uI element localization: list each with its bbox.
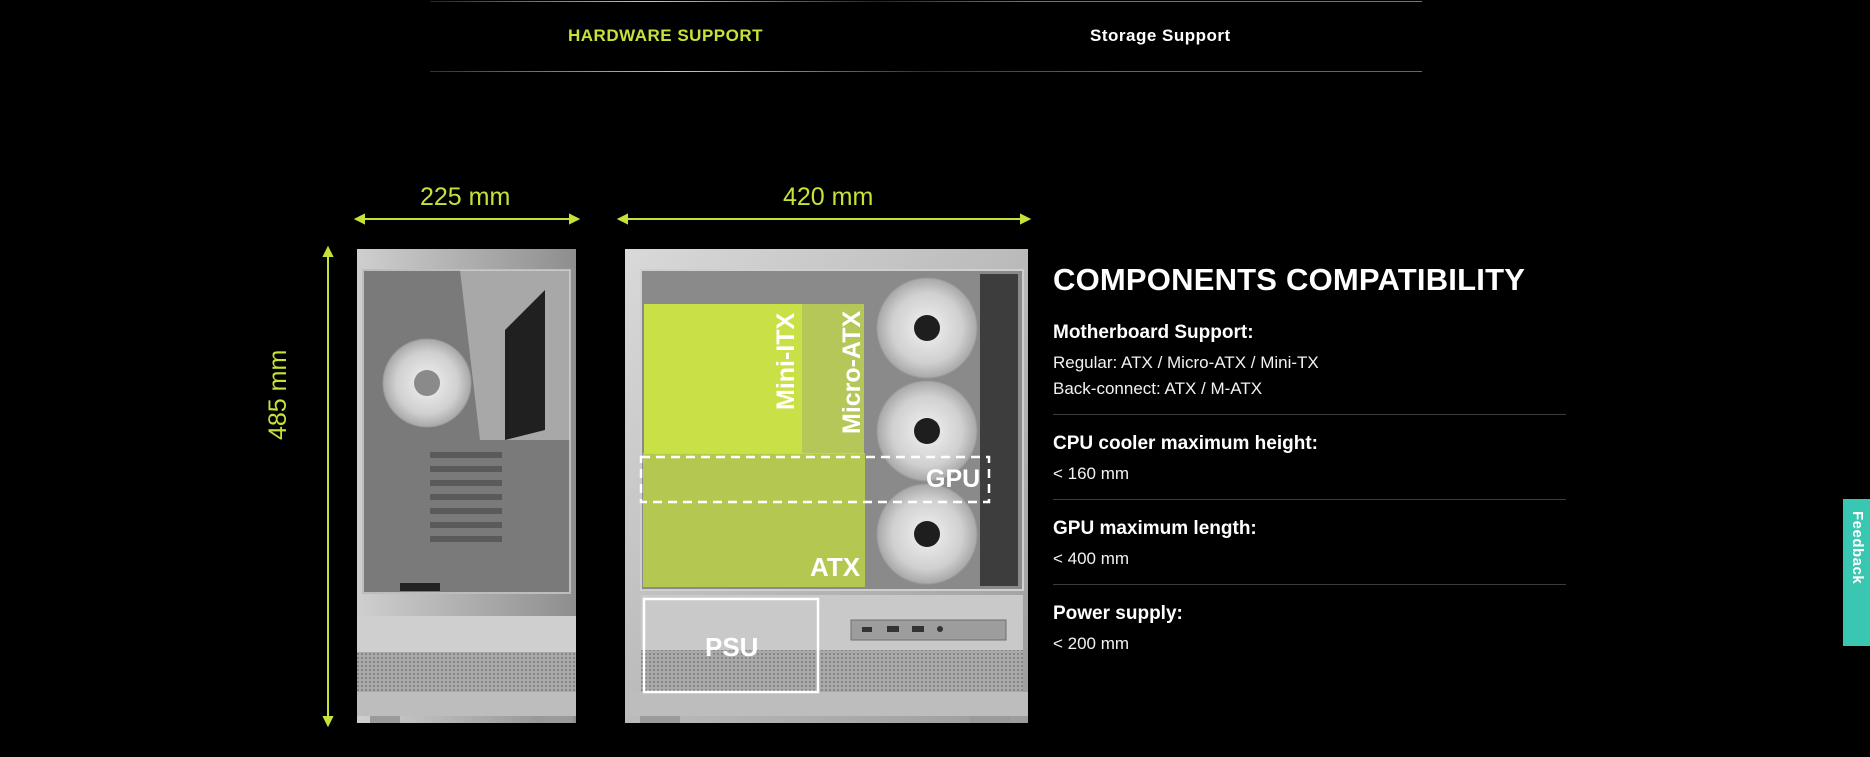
- atx-zone: [643, 453, 865, 587]
- spec-cpu-cooler: CPU cooler maximum height: < 160 mm: [1053, 433, 1566, 500]
- gpu-zone: [639, 455, 991, 504]
- spec-motherboard: Motherboard Support: Regular: ATX / Micr…: [1053, 322, 1566, 415]
- spec-value: < 160 mm: [1053, 464, 1130, 483]
- spec-label: Motherboard Support:: [1053, 322, 1254, 343]
- tab-bar-bottom-divider: [430, 71, 1422, 72]
- psu-label: PSU: [705, 632, 759, 662]
- spec-label: Power supply:: [1053, 603, 1183, 624]
- spec-value: < 400 mm: [1053, 549, 1130, 568]
- spec-power-supply: Power supply: < 200 mm: [1053, 603, 1566, 669]
- atx-label: ATX: [810, 552, 861, 582]
- tab-bar: HARDWARE SUPPORT Storage Support: [430, 0, 1422, 72]
- tab-hardware-support[interactable]: HARDWARE SUPPORT: [568, 26, 764, 45]
- case-front-view: [357, 249, 576, 723]
- dimension-depth-label: 420 mm: [783, 183, 874, 211]
- dimension-arrow-depth: [616, 213, 1032, 225]
- dimension-height-label: 485 mm: [264, 349, 292, 440]
- panel-title: COMPONENTS COMPATIBILITY: [1053, 262, 1526, 297]
- components-compatibility-panel: COMPONENTS COMPATIBILITY Motherboard Sup…: [1053, 262, 1566, 687]
- spec-value: Back-connect: ATX / M-ATX: [1053, 379, 1263, 398]
- micro-atx-label: Micro-ATX: [838, 310, 866, 434]
- spec-label: GPU maximum length:: [1053, 518, 1257, 539]
- dimension-arrow-height: [322, 245, 334, 728]
- spec-label: CPU cooler maximum height:: [1053, 433, 1318, 454]
- spec-value: < 200 mm: [1053, 634, 1130, 653]
- dimension-arrow-width: [353, 213, 581, 225]
- psu-zone: [642, 597, 820, 694]
- gpu-label: GPU: [926, 465, 981, 493]
- mini-itx-zone: [644, 304, 802, 454]
- spec-gpu: GPU maximum length: < 400 mm: [1053, 518, 1566, 585]
- tab-storage-support[interactable]: Storage Support: [1090, 26, 1231, 45]
- dimension-width-label: 225 mm: [420, 183, 511, 211]
- micro-atx-zone: [802, 304, 864, 454]
- feedback-button[interactable]: Feedback: [1843, 499, 1870, 646]
- spec-value: Regular: ATX / Micro-ATX / Mini-TX: [1053, 353, 1319, 372]
- feedback-label: Feedback: [1849, 511, 1866, 585]
- tab-bar-top-divider: [430, 1, 1422, 2]
- mini-itx-label: Mini-ITX: [772, 312, 800, 410]
